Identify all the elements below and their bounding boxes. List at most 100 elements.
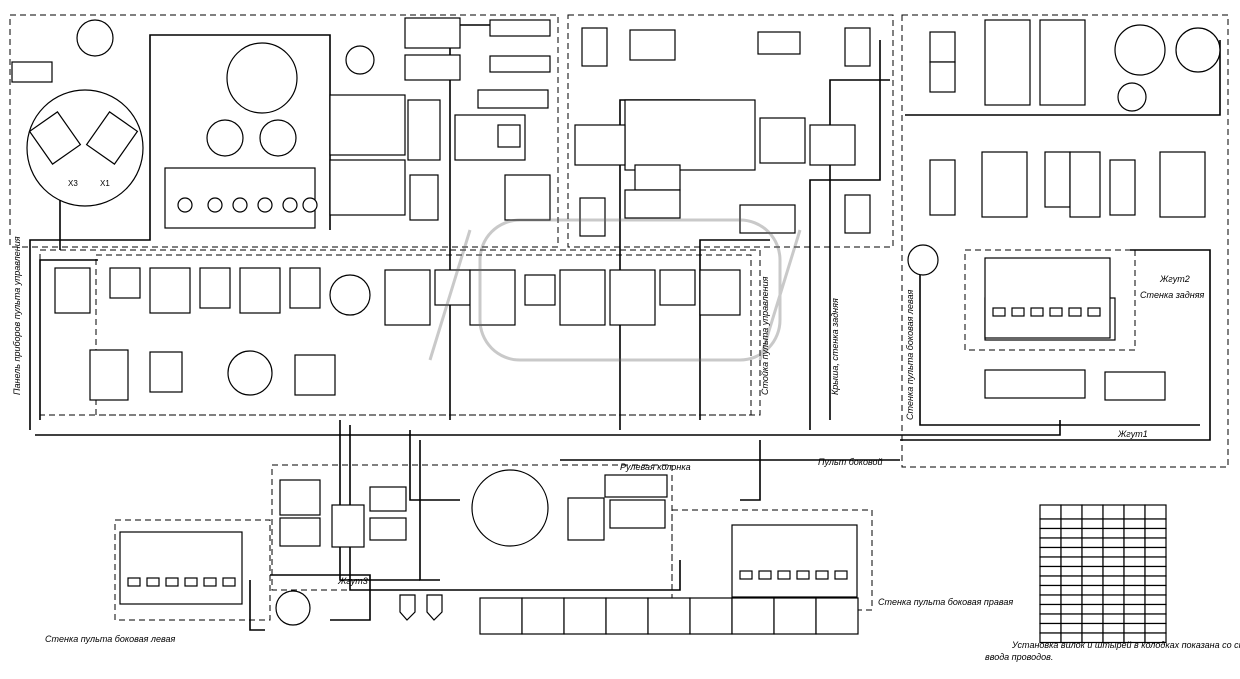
fuse-block-right [731,524,858,598]
table-right-cell [1102,603,1125,615]
component-25-gauge [206,119,244,157]
table-bottom-cell [731,597,775,635]
table-right-cell [1039,565,1062,577]
table-right-cell [1123,584,1146,596]
table-right-cell [1060,594,1083,606]
table-right-cell [1123,603,1146,615]
table-bottom-cell [605,597,649,635]
table-right-header-cell [1123,504,1146,520]
component-14-instrument-cluster: X3 X1 [26,89,144,207]
caption-harness1: Жгут1 [1117,429,1148,439]
table-right-cell [1060,527,1083,539]
table-right-cell [1102,622,1125,634]
table-right-cell [1123,575,1146,587]
component-connector-left [11,61,53,83]
table-right-cell [1060,537,1083,549]
cab-roof-components [574,27,871,237]
fuse-texts [127,307,1101,587]
component-47-tachometer [226,42,298,114]
table-right-cell [1060,565,1083,577]
component-45-connector [426,594,443,621]
table-right-cell [1144,632,1167,644]
fuse-cell [815,570,829,580]
table-right-cell [1144,594,1167,606]
table-right-cell [1102,613,1125,625]
table-right-cell [1039,546,1062,558]
fuse-cell [1087,307,1101,317]
steering-column-components [279,469,668,548]
fuse-cell [1068,307,1082,317]
table-right-cell [1081,603,1104,615]
table-right-header-cell [1039,504,1062,520]
fuse-cell [992,307,1006,317]
table-right-cell [1123,546,1146,558]
table-right-cell [1060,603,1083,615]
harness-wires [29,24,1221,631]
table-right-cell [1144,584,1167,596]
fuse-block-rear [984,257,1111,339]
table-right-cell [1102,594,1125,606]
table-right-cell [1081,518,1104,530]
table-right-cell [1081,613,1104,625]
fuse-cell [184,577,198,587]
table-bottom-cell [815,597,859,635]
fuse-block-left [119,531,243,605]
table-right-cell [1102,575,1125,587]
fuse-cell [222,577,236,587]
table-right-cell [1102,556,1125,568]
panel-stand-connectors [54,267,741,401]
table-right-cell [1144,575,1167,587]
table-right-cell [1123,556,1146,568]
table-right-cell [1144,622,1167,634]
table-right-cell [1144,527,1167,539]
fuse-cell [1011,307,1025,317]
table-right-cell [1102,565,1125,577]
table-right-header-cell [1144,504,1167,520]
table-right-cell [1081,537,1104,549]
wire-table-bottom [479,597,859,635]
component-34-gauges [329,45,406,216]
component-4-circle [76,19,114,57]
table-right-cell [1102,518,1125,530]
table-right-cell [1123,537,1146,549]
table-right-cell [1039,594,1062,606]
table-bottom-cell [479,597,523,635]
caption-side-right-bottom: Стенка пульта боковая правая [878,597,1013,607]
table-right-cell [1039,556,1062,568]
caption-side-left-bottom: Стенка пульта боковая левая [45,634,175,644]
caption-harness2: Жгут2 [1159,274,1190,284]
table-bottom-cell [689,597,733,635]
table-right-cell [1081,546,1104,558]
fuse-cell [834,570,848,580]
component-42-circle [275,590,311,626]
component-9-connector [399,594,416,621]
table-right-cell [1039,622,1062,634]
caption-texts: Панель приборов пульта управления Стойка… [12,236,1240,662]
table-right-header-cell [1060,504,1083,520]
table-right-cell [1123,565,1146,577]
component-15-gauge [259,119,297,157]
table-right-cell [1144,537,1167,549]
table-right-header-cell [1081,504,1104,520]
note-line-1: Установка вилок и штырей в колодках пока… [1011,640,1240,650]
caption-steering-column: Рулевая колонка [620,462,691,472]
table-right-cell [1039,575,1062,587]
table-bottom-cell [647,597,691,635]
x3-label: X3 [68,179,78,188]
right-zone-connectors [907,19,1221,401]
table-right-cell [1060,518,1083,530]
table-right-cell [1081,565,1104,577]
table-right-cell [1039,518,1062,530]
table-right-cell [1039,613,1062,625]
fuse-cell [146,577,160,587]
table-right-cell [1039,584,1062,596]
fuse-cell [1030,307,1044,317]
table-right-cell [1123,613,1146,625]
table-right-cell [1144,613,1167,625]
table-right-cell [1144,603,1167,615]
table-right-cell [1123,622,1146,634]
table-bottom-cell [521,597,565,635]
table-right-cell [1060,575,1083,587]
table-right-cell [1081,584,1104,596]
fuse-cell [165,577,179,587]
